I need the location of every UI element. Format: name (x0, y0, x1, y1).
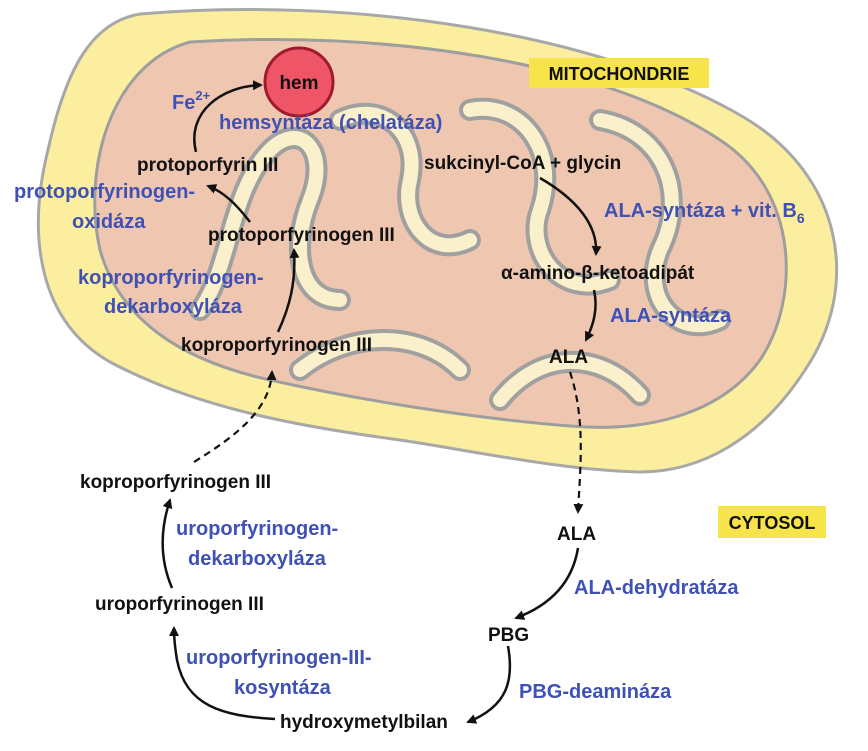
heme-circle (263, 46, 335, 118)
arrow-succinyl-to-aminoketoadipate (539, 176, 602, 256)
cpox-label-line2: dekarboxyláza (104, 296, 243, 318)
alas-vit-b6-label: ALA-syntáza + vit. B6 (604, 200, 805, 226)
amino-ketoadipate-label: α-amino-β-ketoadipát (501, 263, 695, 284)
iron-charge: 2+ (195, 88, 210, 103)
uros-label-line1: uroporfyrinogen-III- (186, 647, 372, 669)
iron-symbol: Fe (172, 92, 195, 114)
protox-label-line2: oxidáza (72, 211, 146, 233)
metabolite-labels: Fe2+ protoporfyrin III protoporfyrinogen… (80, 88, 695, 733)
heme-label: hem (279, 73, 318, 94)
urod-label-line2: dekarboxyláza (188, 548, 327, 570)
urod-label-line1: uroporfyrinogen- (176, 518, 338, 540)
protoporphyrinogen-label: protoporfyrinogen III (208, 225, 395, 246)
iron-label: Fe2+ (172, 88, 211, 114)
uroporphyrinogen-label: uroporfyrinogen III (95, 594, 264, 615)
mitochondrion-tag: MITOCHONDRIE (549, 64, 690, 84)
hydroxymethylbilane-label: hydroxymetylbilan (280, 712, 448, 733)
cytosol-tag: CYTOSOL (729, 513, 816, 533)
enzyme-labels: hemsyntáza (chelatáza) protoporfyrinogen… (14, 112, 805, 703)
cristae (189, 97, 731, 411)
arrow-coproporphyrinogen-to-protoporphyrinogen (276, 248, 300, 333)
coproporphyrinogen-cyto-label: koproporfyrinogen III (80, 472, 271, 493)
arrow-aminoketoadipate-to-ala (584, 289, 597, 342)
protox-label-line1: protoporfyrinogen- (14, 181, 195, 203)
alad-label: ALA-dehydratáza (574, 577, 739, 599)
ferrochelatase-label: hemsyntáza (chelatáza) (219, 112, 442, 134)
arrow-coproporphyrinogen-import (193, 370, 277, 463)
ala-mito-label: ALA (549, 347, 588, 368)
arrow-ala-export (568, 371, 584, 514)
mitochondrion-tag-bg (529, 58, 709, 88)
arrow-protoporphyrinogen-to-protoporphyrin (206, 184, 251, 223)
reaction-arrows (161, 80, 602, 724)
alas-label: ALA-syntáza (610, 305, 732, 327)
cytosol-tag-bg (718, 506, 826, 538)
pbgd-label: PBG-deamináza (519, 681, 672, 703)
mitochondrion-illustration (36, 8, 839, 474)
arrow-protoporphyrin-to-heme (193, 80, 263, 153)
coproporphyrinogen-mito-label: koproporfyrinogen III (181, 335, 372, 356)
cpox-label-line1: koproporfyrinogen- (78, 267, 264, 289)
protoporphyrin-label: protoporfyrin III (137, 155, 278, 176)
pbg-label: PBG (488, 625, 529, 646)
arrow-hydroxymethylbilane-to-uroporphyrinogen (169, 626, 276, 721)
arrow-uroporphyrinogen-to-coproporphyrinogen (161, 498, 174, 589)
cristae-lumen (193, 101, 727, 407)
alas-vit-subscript: 6 (797, 210, 805, 226)
arrow-ala-to-pbg (514, 547, 580, 620)
arrow-pbg-to-hydroxymethylbilane (466, 645, 512, 724)
uros-label-line2: kosyntáza (234, 677, 332, 699)
transport-arrows (193, 370, 584, 514)
alas-vit-text: ALA-syntáza + vit. B (604, 200, 797, 222)
succinyl-glycine-label: sukcinyl-CoA + glycin (424, 153, 621, 174)
ala-cyto-label: ALA (557, 524, 596, 545)
